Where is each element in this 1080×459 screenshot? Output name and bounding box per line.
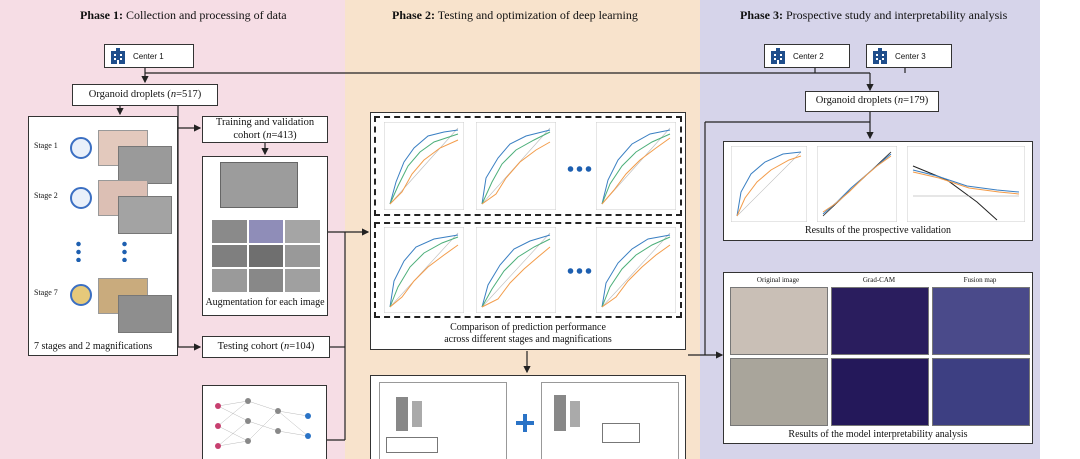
original-image-2 [730,358,828,426]
organoid-droplets-517: Organoid droplets (n=517) [72,84,218,106]
stage1-icon [70,137,92,159]
stage2-label: Stage 2 [34,191,58,200]
hospital-icon [771,48,785,64]
testing-cohort: Testing cohort (n=104) [202,336,330,358]
ellipsis-dots-row1 [566,166,592,172]
center1-label: Center 1 [133,51,164,61]
hospital-icon [111,48,125,64]
stage1-image-high [118,146,172,184]
gradcam-image-2 [831,358,929,426]
organoid-droplets-179: Organoid droplets (n=179) [805,91,939,112]
stage7-label: Stage 7 [34,288,58,297]
roc-plot-r1c2 [476,122,556,210]
fusion-image-2 [932,358,1030,426]
stages-caption: 7 stages and 2 magnifications [34,341,153,352]
plus-icon [516,414,534,432]
panel-title-original: Original image [756,276,800,284]
neural-network-icon [215,398,311,449]
model-structure-box [370,375,686,459]
stage7-image-high [118,295,172,333]
roc-plot-r1c3 [596,122,676,210]
prospective-caption: Results of the prospective validation [804,225,952,236]
prospective-roc-plot [731,146,807,222]
ellipsis-dots-left [76,240,81,262]
gradcam-image-1 [831,287,929,355]
prospective-decision-curve [907,146,1025,222]
phase1-title: Phase 1: Collection and processing of da… [80,8,287,22]
interpretability-caption: Results of the model interpretability an… [788,429,968,440]
roc-plot-r1c1 [384,122,464,210]
augmentation-caption: Augmentation for each image [205,297,325,308]
model-diagram-left [379,382,507,459]
center3-label: Center 3 [895,51,926,61]
hospital-icon [873,48,887,64]
stage1-label: Stage 1 [34,141,58,150]
stage2-image-high [118,196,172,234]
roc-plot-r2c2 [476,227,556,313]
augmented-images-grid [212,220,320,292]
center2-box: Center 2 [764,44,850,68]
ellipsis-dots-right [122,240,127,262]
roc-plot-r2c3 [596,227,676,313]
prospective-calibration-plot [817,146,897,222]
stage7-icon [70,284,92,306]
fusion-image-1 [932,287,1030,355]
stage2-icon [70,187,92,209]
training-validation-cohort: Training and validation cohort (n=413) [202,116,328,143]
augment-source-image [220,162,298,208]
phase3-title: Phase 3: Prospective study and interpret… [740,8,1008,22]
center2-label: Center 2 [793,51,824,61]
roc-plot-r2c1 [384,227,464,313]
neural-network-box [202,385,327,459]
phase2-title: Phase 2: Testing and optimization of dee… [392,8,638,22]
center3-box: Center 3 [866,44,952,68]
model-diagram-right [541,382,679,459]
roc-row2-frame [374,222,682,318]
original-image-1 [730,287,828,355]
comparison-caption-line2: across different stages and magnificatio… [444,334,612,345]
ellipsis-dots-row2 [566,268,592,274]
comparison-caption-line1: Comparison of prediction performance [450,322,606,333]
panel-title-gradcam: Grad-CAM [862,276,896,284]
center1-box: Center 1 [104,44,194,68]
right-margin [1040,0,1080,459]
roc-row1-frame [374,116,682,216]
panel-title-fusion: Fusion map [963,276,997,284]
